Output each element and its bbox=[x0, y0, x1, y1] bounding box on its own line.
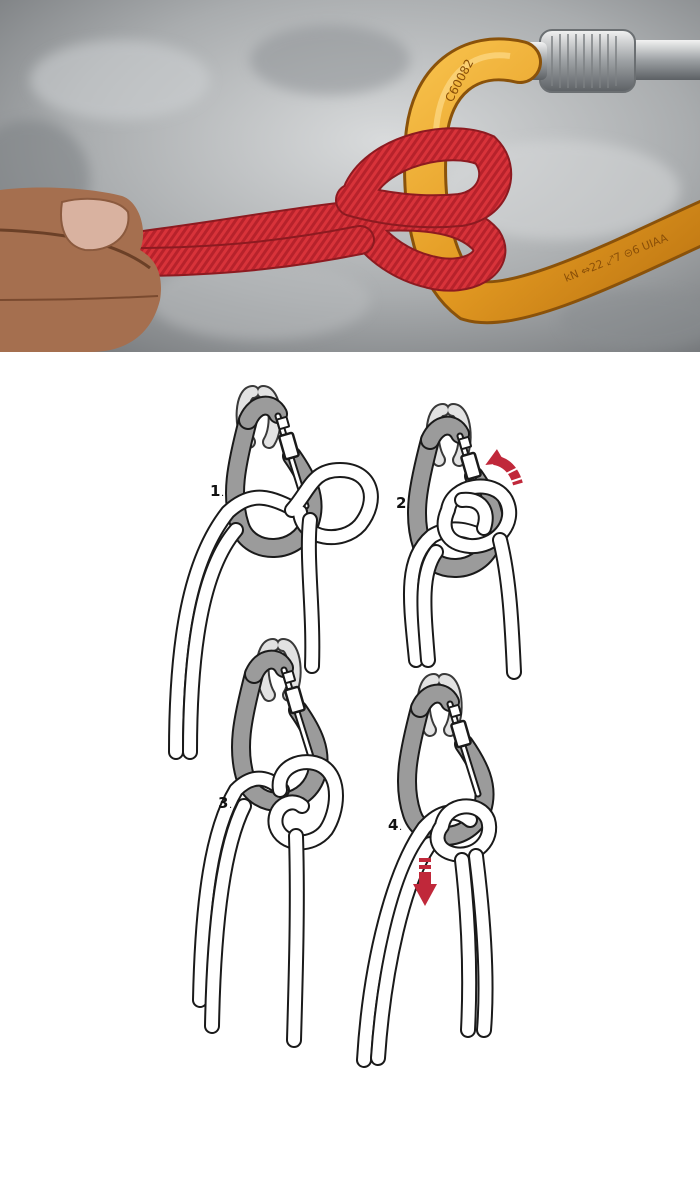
carabiner-photo: C60082 kN ⇔22 ⤢7 ⊝6 UIAA bbox=[403, 37, 700, 325]
step-4-number: 4 bbox=[388, 816, 398, 834]
arrow-down-icon bbox=[413, 858, 437, 906]
step-1-number: 1 bbox=[210, 482, 220, 500]
instruction-diagram: 1 . 2 . bbox=[0, 352, 700, 1200]
step-1: 1 . bbox=[168, 392, 379, 760]
screw-gate bbox=[515, 29, 700, 93]
step-2-dot: . bbox=[407, 500, 410, 511]
step-3-number: 3 bbox=[218, 794, 228, 812]
clove-hitch-photo: C60082 kN ⇔22 ⤢7 ⊝6 UIAA bbox=[0, 0, 700, 352]
step-2-number: 2 bbox=[396, 494, 406, 512]
step-3-dot: . bbox=[229, 800, 232, 811]
curved-arrow-up-icon bbox=[485, 449, 523, 486]
step-3: 3 . bbox=[192, 645, 344, 1048]
hand bbox=[0, 187, 161, 352]
step-2: 2 . bbox=[396, 410, 523, 680]
step-1-dot: . bbox=[221, 488, 224, 499]
step-4: 4 . bbox=[356, 680, 498, 1068]
rope-photo bbox=[103, 127, 513, 292]
step-4-dot: . bbox=[399, 822, 402, 833]
thumbnail bbox=[60, 197, 130, 252]
